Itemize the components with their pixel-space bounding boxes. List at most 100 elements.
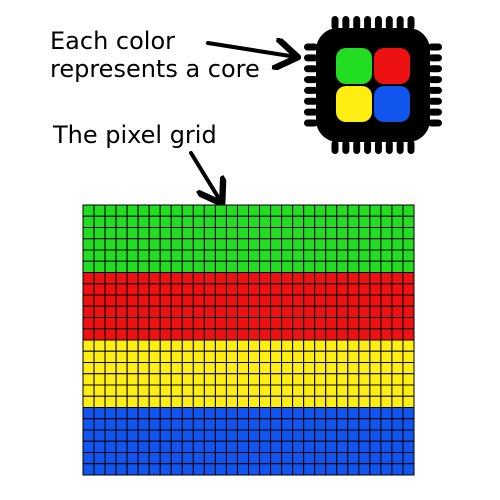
pixel-cell bbox=[104, 328, 117, 341]
pixel-cell bbox=[336, 362, 349, 375]
pixel-cell bbox=[82, 452, 95, 465]
pixel-cell bbox=[159, 362, 172, 375]
pixel-cell bbox=[336, 305, 349, 318]
pixel-cell bbox=[281, 227, 294, 240]
pixel-cell bbox=[391, 362, 404, 375]
pixel-cell bbox=[347, 362, 360, 375]
pixel-cell bbox=[137, 204, 150, 217]
pixel-cell bbox=[170, 384, 183, 397]
pixel-cell bbox=[281, 373, 294, 386]
pixel-cell bbox=[259, 440, 272, 453]
pixel-cell bbox=[292, 317, 305, 330]
pixel-cell bbox=[281, 204, 294, 217]
pixel-cell bbox=[325, 440, 338, 453]
pixel-cell bbox=[181, 452, 194, 465]
pixel-cell bbox=[93, 204, 106, 217]
pixel-cell bbox=[336, 294, 349, 307]
pixel-cell bbox=[303, 238, 316, 251]
chip-pin-right bbox=[428, 54, 442, 62]
pixel-cell bbox=[137, 294, 150, 307]
pixel-cell bbox=[203, 283, 216, 296]
pixel-cell bbox=[225, 204, 238, 217]
pixel-cell bbox=[325, 227, 338, 240]
pixel-cell bbox=[270, 350, 283, 363]
pixel-cell bbox=[281, 215, 294, 228]
pixel-cell bbox=[380, 395, 393, 408]
pixel-cell bbox=[270, 418, 283, 431]
pixel-cell bbox=[369, 249, 382, 262]
pixel-cell bbox=[159, 294, 172, 307]
pixel-cell bbox=[358, 463, 371, 476]
pixel-cell bbox=[225, 384, 238, 397]
pixel-cell bbox=[281, 339, 294, 352]
pixel-cell bbox=[303, 463, 316, 476]
pixel-cell bbox=[391, 272, 404, 285]
pixel-cell bbox=[325, 260, 338, 273]
pixel-cell bbox=[214, 227, 227, 240]
pixel-cell bbox=[314, 463, 327, 476]
pixel-cell bbox=[181, 238, 194, 251]
pixel-cell bbox=[192, 260, 205, 273]
pixel-cell bbox=[181, 260, 194, 273]
pixel-cell bbox=[159, 350, 172, 363]
pixel-cell bbox=[270, 272, 283, 285]
pixel-cell bbox=[104, 440, 117, 453]
pixel-cell bbox=[93, 452, 106, 465]
pixel-cell bbox=[402, 283, 415, 296]
pixel-cell bbox=[270, 294, 283, 307]
pixel-cell bbox=[159, 328, 172, 341]
pixel-cell bbox=[369, 339, 382, 352]
pixel-cell bbox=[259, 328, 272, 341]
pixel-cell bbox=[259, 339, 272, 352]
pixel-cell bbox=[93, 283, 106, 296]
pixel-cell bbox=[391, 328, 404, 341]
pixel-cell bbox=[270, 373, 283, 386]
pixel-cell bbox=[303, 362, 316, 375]
pixel-cell bbox=[248, 339, 261, 352]
pixel-cell bbox=[115, 215, 128, 228]
pixel-cell bbox=[347, 418, 360, 431]
pixel-cell bbox=[325, 384, 338, 397]
pixel-cell bbox=[325, 204, 338, 217]
pixel-cell bbox=[292, 305, 305, 318]
pixel-cell bbox=[336, 249, 349, 262]
pixel-cell bbox=[402, 463, 415, 476]
pixel-cell bbox=[115, 328, 128, 341]
pixel-band-0 bbox=[82, 204, 415, 273]
pixel-cell bbox=[248, 317, 261, 330]
pixel-cell bbox=[402, 238, 415, 251]
pixel-cell bbox=[82, 294, 95, 307]
pixel-cell bbox=[104, 373, 117, 386]
pixel-cell bbox=[104, 384, 117, 397]
pixel-cell bbox=[270, 339, 283, 352]
pixel-cell bbox=[236, 238, 250, 251]
pixel-cell bbox=[148, 373, 161, 386]
pixel-cell bbox=[391, 215, 404, 228]
pixel-cell bbox=[314, 384, 327, 397]
pixel-cell bbox=[358, 215, 371, 228]
pixel-cell bbox=[192, 429, 205, 442]
pixel-cell bbox=[336, 440, 349, 453]
pixel-cell bbox=[281, 249, 294, 262]
pixel-cell bbox=[336, 283, 349, 296]
pixel-cell bbox=[148, 418, 161, 431]
pixel-cell bbox=[104, 272, 117, 285]
pixel-cell bbox=[391, 373, 404, 386]
pixel-cell bbox=[325, 373, 338, 386]
pixel-cell bbox=[214, 328, 227, 341]
pixel-cell bbox=[292, 440, 305, 453]
pixel-cell bbox=[347, 440, 360, 453]
pixel-cell bbox=[270, 227, 283, 240]
pixel-cell bbox=[336, 317, 349, 330]
pixel-cell bbox=[325, 452, 338, 465]
pixel-cell bbox=[159, 429, 172, 442]
pixel-cell bbox=[391, 440, 404, 453]
pixel-cell bbox=[347, 395, 360, 408]
pixel-cell bbox=[248, 373, 261, 386]
pixel-cell bbox=[225, 260, 238, 273]
pixel-cell bbox=[314, 260, 327, 273]
chip-pin-top bbox=[342, 16, 350, 30]
pixel-cell bbox=[214, 440, 227, 453]
pixel-cell bbox=[104, 407, 117, 420]
pixel-cell bbox=[314, 227, 327, 240]
